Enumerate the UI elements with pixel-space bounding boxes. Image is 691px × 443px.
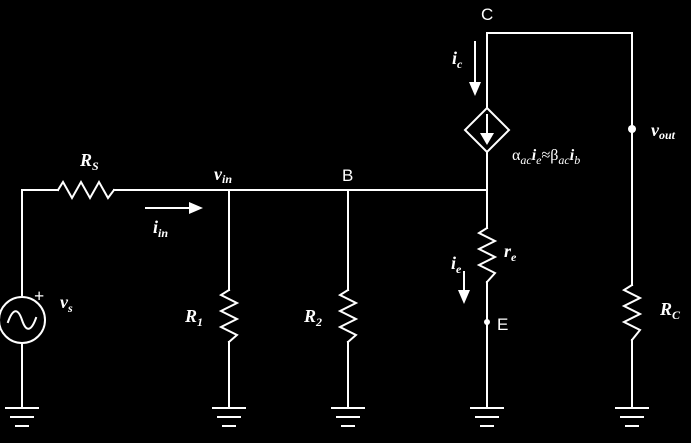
- node-dot-icon-vout: [628, 125, 636, 133]
- dependent-current-source-icon: [463, 106, 511, 154]
- ground-icon-rc: [615, 407, 649, 427]
- rs-label: RS: [79, 150, 99, 173]
- ic-label: ic: [452, 48, 463, 71]
- resistor-icon-r2: [337, 288, 359, 344]
- re-label: re: [504, 241, 517, 264]
- current-arrow-icon-ie: [458, 271, 470, 304]
- current-arrow-icon-ic: [469, 41, 481, 96]
- current-arrow-icon-iin: [145, 202, 203, 214]
- ground-icon-r1: [212, 407, 246, 427]
- node-c-label: C: [481, 5, 493, 24]
- resistor-icon-rc: [621, 283, 643, 342]
- wire-source-top: [21, 189, 59, 296]
- resistor-icon-r1: [218, 288, 240, 344]
- node-b-label: B: [342, 166, 353, 185]
- ground-icon-emitter: [470, 407, 504, 427]
- ie-label: ie: [451, 253, 462, 276]
- vout-label: vout: [651, 120, 676, 142]
- ac-voltage-source-icon: [0, 296, 46, 344]
- node-dot-icon-e: [484, 319, 490, 325]
- resistor-icon-rs: [56, 179, 116, 201]
- vin-label: vin: [214, 164, 232, 186]
- vs-label: vs: [60, 292, 73, 315]
- wire-top-rail: [486, 32, 633, 286]
- r1-label: R1: [184, 306, 203, 329]
- plus-sign: +: [34, 286, 44, 306]
- r2-label: R2: [303, 306, 322, 329]
- rc-label: RC: [659, 299, 681, 322]
- node-e-label: E: [497, 315, 508, 334]
- ground-icon-source: [5, 407, 39, 427]
- wires: [21, 32, 633, 409]
- resistor-icon-re: [476, 226, 498, 284]
- iin-label: iin: [153, 217, 168, 240]
- ground-icon-r2: [331, 407, 365, 427]
- dependent-source-label: αacie≈βacib: [512, 147, 580, 167]
